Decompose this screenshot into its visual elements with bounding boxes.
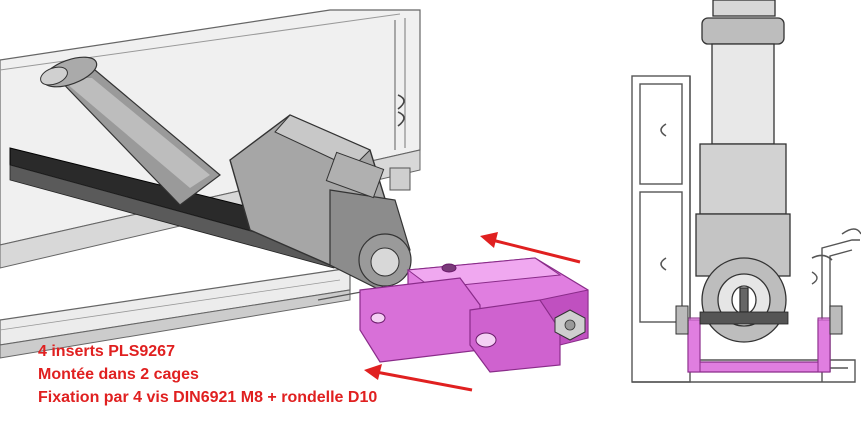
insertion-arrow-lower: [364, 364, 473, 392]
pink-bracket: [359, 257, 589, 373]
annotation-line-fixation: Fixation par 4 vis DIN6921 M8 + rondelle…: [38, 389, 378, 406]
insertion-arrow-upper: [480, 232, 581, 264]
section-view: [631, 0, 861, 383]
isometric-view: [0, 9, 589, 392]
annotation-block: 4 inserts PLS9267 Montée dans 2 cages Fi…: [38, 340, 377, 409]
pink-bracket-section: [675, 305, 843, 373]
actuator-end-view: [695, 0, 791, 343]
annotation-line-cages: Montée dans 2 cages: [38, 366, 199, 383]
linear-actuator: [40, 56, 412, 291]
annotation-line-inserts: 4 inserts PLS9267: [38, 343, 175, 360]
